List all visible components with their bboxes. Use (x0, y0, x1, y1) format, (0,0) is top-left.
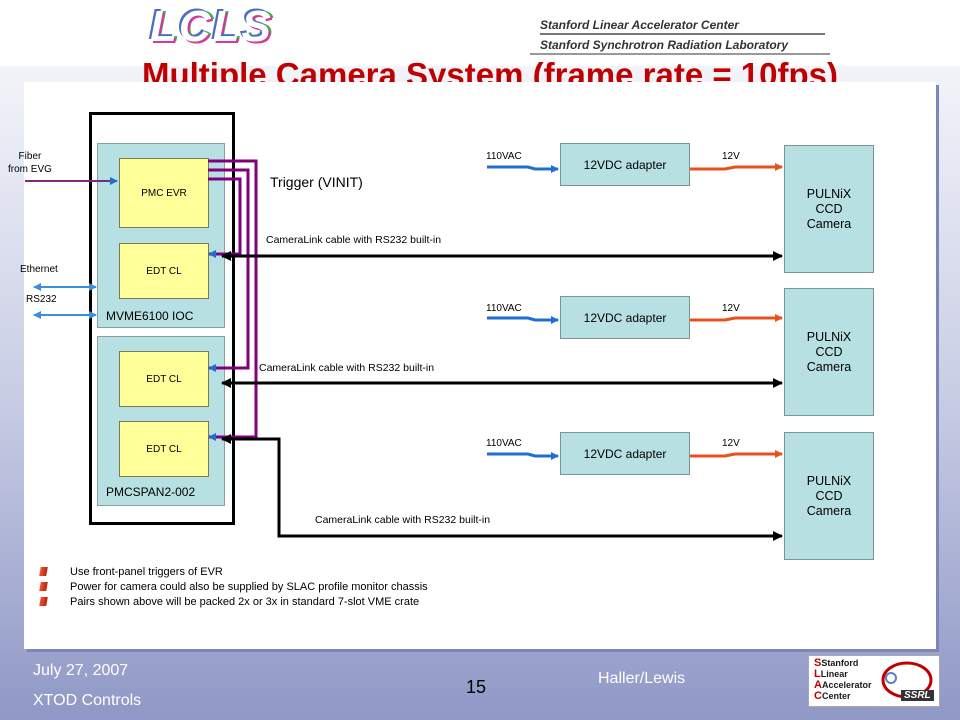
camera-label: PULNiX CCD Camera (806, 329, 852, 374)
rs232-label: RS232 (26, 294, 57, 305)
edt-cl-card: EDT CL (119, 421, 209, 477)
notes-list: Use front-panel triggers of EVR Power fo… (39, 564, 428, 609)
cable-label: CameraLink cable with RS232 built-in (266, 234, 442, 246)
edt-cl-card: EDT CL (119, 243, 209, 299)
slac-ssrl-logo: SStanford LLinear AAccelerator CCenter S… (808, 655, 940, 707)
dc-label: 12V (722, 151, 740, 162)
footer-date: July 27, 2007 (33, 662, 129, 679)
bullet-icon (39, 597, 48, 606)
ccd-camera: PULNiX CCD Camera (784, 145, 874, 273)
ccd-camera: PULNiX CCD Camera (784, 288, 874, 416)
header-divider (530, 53, 830, 55)
pmc-evr-card: PMC EVR (119, 158, 209, 228)
dc-adapter: 12VDC adapter (560, 143, 690, 186)
pmcspan-module-label: PMCSPAN2-002 (106, 485, 196, 499)
ethernet-label: Ethernet (20, 264, 58, 275)
dc-label: 12V (722, 303, 740, 314)
fiber-label: Fiber from EVG (8, 151, 52, 175)
ac-label: 110VAC (486, 438, 522, 449)
camera-label: PULNiX CCD Camera (806, 473, 852, 518)
ioc-module-label: MVME6100 IOC (106, 309, 194, 323)
power-wires (487, 163, 783, 460)
cable-label: CameraLink cable with RS232 built-in (259, 362, 435, 374)
ssrl-tag: SSRL (901, 690, 934, 701)
ccd-camera: PULNiX CCD Camera (784, 432, 874, 560)
ssrl-org-label: Stanford Synchrotron Radiation Laborator… (540, 38, 789, 52)
footer-author: Haller/Lewis (598, 670, 686, 687)
footer-group: XTOD Controls (33, 692, 142, 709)
bullet-icon (39, 582, 48, 591)
list-item: Pairs shown above will be packed 2x or 3… (39, 594, 428, 609)
edt-cl-card: EDT CL (119, 351, 209, 407)
logo-text: SStanford LLinear AAccelerator CCenter (814, 657, 872, 702)
ac-label: 110VAC (486, 151, 522, 162)
dc-adapter: 12VDC adapter (560, 296, 690, 339)
lcls-logo: LCLS (150, 2, 273, 51)
slac-org-label: Stanford Linear Accelerator Center (540, 18, 739, 32)
slide-header: LCLS Stanford Linear Accelerator Center … (0, 0, 960, 66)
list-item: Power for camera could also be supplied … (39, 579, 428, 594)
trigger-label: Trigger (VINIT) (270, 174, 363, 190)
trigger-wires (208, 159, 258, 441)
camera-label: PULNiX CCD Camera (806, 186, 852, 231)
dc-label: 12V (722, 438, 740, 449)
cable-label: CameraLink cable with RS232 built-in (315, 514, 491, 526)
list-item: Use front-panel triggers of EVR (39, 564, 428, 579)
cameralink-cable (221, 434, 783, 541)
page-number: 15 (466, 677, 487, 697)
ac-label: 110VAC (486, 303, 522, 314)
header-divider (540, 33, 825, 35)
bullet-icon (39, 567, 48, 576)
